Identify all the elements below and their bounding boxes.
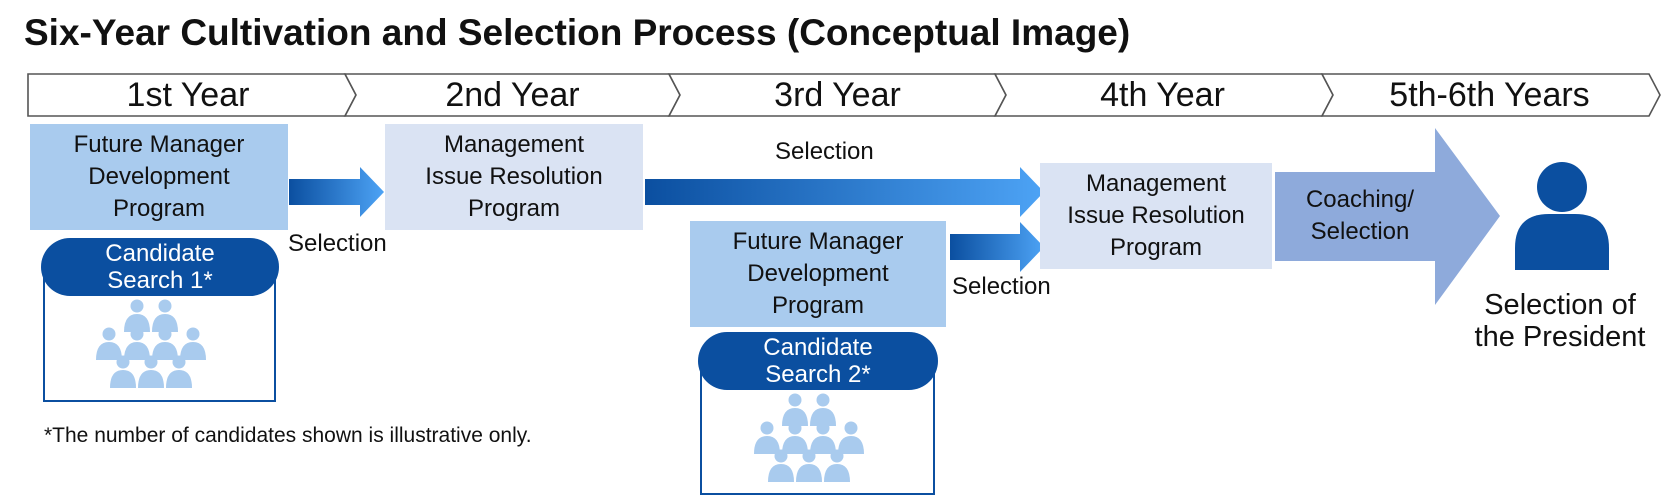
person-small-icon	[138, 355, 164, 388]
president-selection-label: Selection of the President	[1455, 289, 1665, 353]
stage-label-2: 2nd Year	[445, 76, 580, 114]
person-small-icon	[124, 299, 150, 332]
stage-chevron-5	[1320, 73, 1661, 117]
badge-line: Candidate	[105, 240, 215, 267]
program-line: Future Manager	[732, 228, 904, 255]
selection-label-3: Selection	[952, 273, 1051, 300]
person-small-icon	[124, 327, 150, 360]
people-group-icon	[96, 299, 206, 388]
person-small-icon	[152, 327, 178, 360]
stage-label-1: 1st Year	[126, 76, 250, 114]
coaching-selection-label: Coaching/ Selection	[1280, 180, 1440, 252]
program-line: Program	[771, 292, 864, 319]
person-small-icon	[768, 449, 794, 482]
candidate-search-2-badge: Candidate Search 2*	[698, 332, 938, 390]
management-issue-program-2: Management Issue Resolution Program	[1040, 163, 1272, 269]
program-line: Development	[88, 163, 230, 190]
program-line: Development	[747, 260, 889, 287]
future-manager-program-1: Future Manager Development Program	[30, 124, 288, 230]
program-line: Management	[443, 131, 585, 158]
future-manager-program-2: Future Manager Development Program	[690, 221, 946, 327]
person-small-icon	[152, 299, 178, 332]
stage-label-3: 3rd Year	[774, 76, 901, 114]
person-small-icon	[96, 327, 122, 360]
page-title: Six-Year Cultivation and Selection Proce…	[24, 12, 1131, 53]
badge-line: Candidate	[763, 334, 873, 361]
program-line: Program	[1109, 234, 1203, 261]
person-small-icon	[180, 327, 206, 360]
selection-arrow-1	[289, 167, 384, 217]
program-line: Issue Resolution	[425, 163, 603, 190]
stage-label-4: 4th Year	[1100, 76, 1225, 114]
selection-label-top: Selection	[775, 138, 874, 165]
stage-label-5: 5th-6th Years	[1389, 76, 1590, 114]
coaching-line: Selection	[1310, 218, 1410, 245]
person-small-icon	[782, 421, 808, 454]
person-small-icon	[110, 355, 136, 388]
president-line: Selection of	[1484, 289, 1636, 321]
program-line: Management	[1085, 170, 1227, 197]
person-small-icon	[796, 449, 822, 482]
person-small-icon	[838, 421, 864, 454]
coaching-line: Coaching/	[1305, 186, 1415, 213]
president-line: the President	[1474, 321, 1646, 353]
person-icon	[1515, 162, 1609, 270]
management-issue-program-1: Management Issue Resolution Program	[385, 124, 643, 230]
program-line: Issue Resolution	[1067, 202, 1245, 229]
coaching-arrow	[1275, 128, 1500, 305]
person-small-icon	[782, 393, 808, 426]
person-small-icon	[824, 449, 850, 482]
program-line: Future Manager	[73, 131, 245, 158]
person-small-icon	[810, 393, 836, 426]
selection-label-1: Selection	[288, 230, 387, 257]
selection-arrow-long	[645, 167, 1044, 217]
selection-arrow-3	[950, 222, 1044, 272]
program-line: Program	[112, 195, 205, 222]
footnote: *The number of candidates shown is illus…	[44, 424, 532, 447]
badge-line: Search 1*	[107, 267, 213, 294]
candidate-search-1-badge: Candidate Search 1*	[41, 238, 279, 296]
program-line: Program	[467, 195, 561, 222]
person-small-icon	[754, 421, 780, 454]
people-group-icon	[754, 393, 864, 482]
person-small-icon	[166, 355, 192, 388]
badge-line: Search 2*	[765, 361, 871, 388]
person-small-icon	[810, 421, 836, 454]
